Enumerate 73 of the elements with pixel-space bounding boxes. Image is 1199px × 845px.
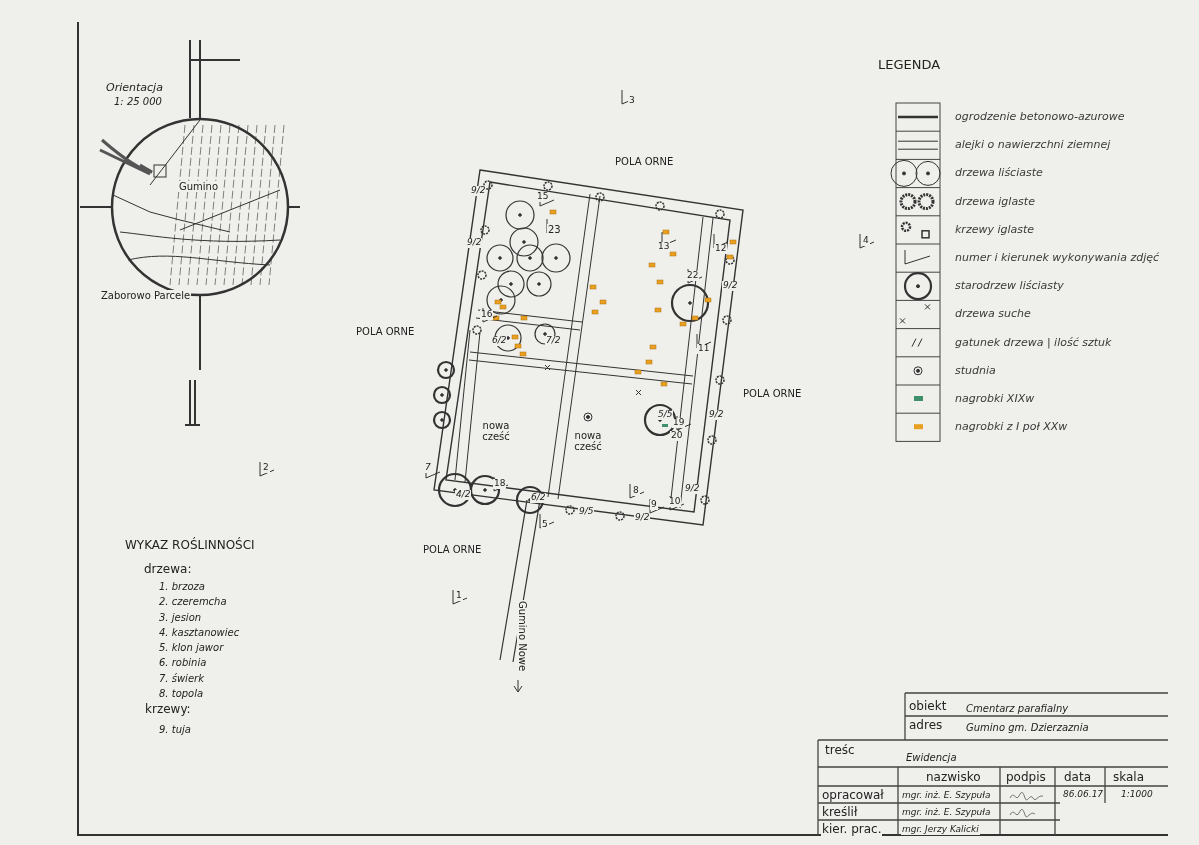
photo-number: 5: [541, 520, 549, 530]
species-count: 9/2: [722, 281, 739, 291]
legend-label: krzewy iglaste: [955, 222, 1035, 236]
legend-label: numer i kierunek wykonywania zdjęć: [955, 251, 1159, 264]
road-label: Gumino Nowe: [517, 600, 528, 673]
plant-list-item: 2. czeremcha: [158, 596, 228, 607]
table-value: 86.06.17: [1062, 790, 1105, 800]
species-count: 4/2: [455, 490, 472, 500]
photo-number: 4: [862, 236, 870, 246]
photo-number: 15: [536, 192, 550, 202]
plant-list-item: 4. kasztanowiec: [158, 627, 241, 638]
species-count: 9/2: [708, 410, 725, 420]
place-name: Zaborowo Parcele: [100, 290, 192, 301]
species-count: 9/2: [466, 238, 483, 248]
species-count: 6/2: [530, 493, 547, 503]
list-subheading: krzewy:: [144, 703, 192, 717]
table-value: mgr. inż. E. Szypuła: [901, 791, 992, 801]
plant-list-item: 8. topola: [158, 688, 205, 699]
species-count: 9/2: [470, 186, 487, 196]
legend-label: nagrobki z I poł XXw: [955, 420, 1068, 434]
plant-list-item: 9. tuja: [158, 724, 192, 735]
photo-number: 12: [714, 244, 728, 254]
photo-number: 22: [686, 271, 700, 281]
photo-number: 19: [672, 418, 686, 428]
legend-label: drzewa liściaste: [955, 166, 1043, 180]
photo-number: 18: [493, 479, 507, 489]
map-scale: 1: 25 000: [113, 96, 163, 107]
table-value: mgr. Jerzy Kalicki: [901, 825, 980, 835]
photo-number: 9: [650, 500, 658, 510]
field-label: POLA ORNE: [422, 544, 483, 555]
photo-number: 8: [632, 486, 640, 496]
photo-number: 10: [668, 497, 682, 507]
field-value: Ewidencja: [905, 752, 958, 763]
legend-label: nagrobki XIXw: [955, 392, 1035, 405]
plant-list-item: 7. świerk: [158, 673, 205, 684]
row-header: opracował: [821, 789, 885, 803]
plant-list-item: 6. robinia: [158, 657, 208, 668]
field-label: POLA ORNE: [355, 326, 416, 337]
legend-label: ogrodzenie betonowo-azurowe: [955, 110, 1125, 123]
photo-number: 3: [628, 96, 636, 106]
map-title: Orientacja: [105, 82, 164, 95]
photo-number: 23: [547, 224, 562, 235]
species-count: 9/2: [634, 513, 651, 523]
photo-number: 2: [262, 463, 270, 473]
photo-number: 13: [657, 242, 671, 252]
photo-number: 7: [424, 463, 432, 473]
photo-number: 11: [697, 344, 711, 354]
field-value: Cmentarz parafialny: [965, 703, 1070, 714]
legend-label: starodrzew liściasty: [955, 279, 1064, 293]
species-count: 7/2: [545, 336, 562, 346]
legend-label: drzewa iglaste: [955, 194, 1035, 208]
species-count: 6/2: [491, 336, 508, 346]
photo-number: 16: [480, 310, 494, 320]
field-label: POLA ORNE: [742, 388, 803, 399]
photo-number: 20: [670, 431, 684, 441]
field-label: POLA ORNE: [614, 156, 675, 167]
table-value: mgr. inż. E. Szypuła: [901, 808, 992, 818]
species-count: 9/5: [578, 507, 595, 517]
photo-number: 1: [455, 591, 463, 601]
plant-list-item: 5. klon jawor: [158, 642, 225, 653]
legend-label: drzewa suche: [955, 307, 1031, 321]
species-count: 9/2: [684, 484, 701, 494]
plant-list-item: 1. brzoza: [158, 581, 206, 592]
place-name: Gumino: [178, 181, 220, 192]
column-header: podpis: [1005, 771, 1047, 785]
legend-label: studnia: [955, 363, 996, 377]
field-value: Gumino gm. Dzierzaznia: [965, 722, 1090, 733]
legend-label: alejki o nawierzchni ziemnej: [955, 138, 1111, 152]
table-value: 1:1000: [1120, 790, 1154, 800]
species-count: 5/5: [657, 410, 674, 420]
row-header: kier. prac.: [821, 823, 883, 837]
legend-label: gatunek drzewa | ilość sztuk: [955, 335, 1112, 349]
plant-list-item: 3. jesion: [158, 612, 203, 623]
